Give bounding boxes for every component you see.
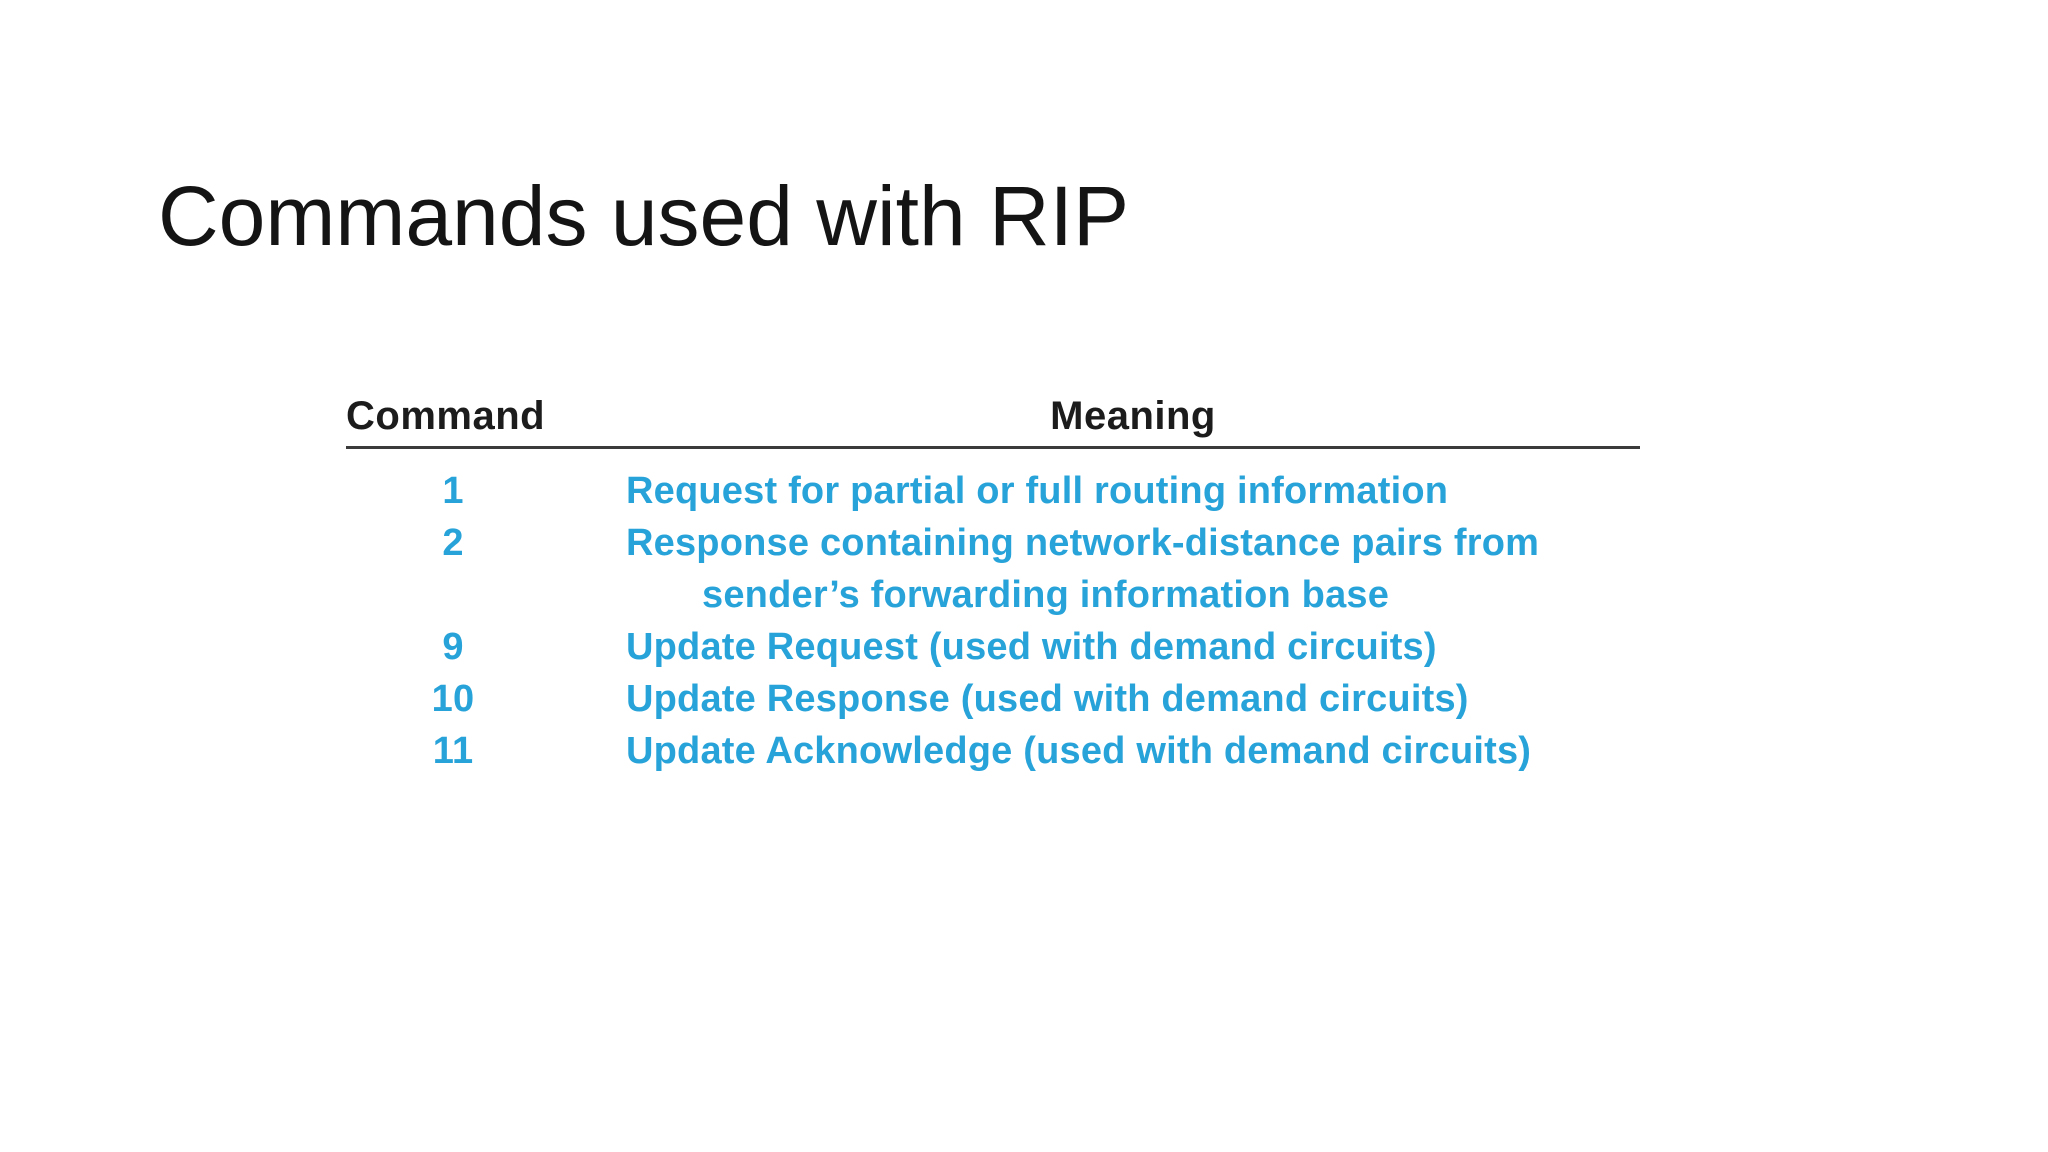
meaning-cell: Update Response (used with demand circui… [560,673,1640,725]
table-row: 9 Update Request (used with demand circu… [346,621,1640,673]
meaning-line: Response containing network-distance pai… [626,522,1540,564]
command-cell: 11 [432,730,474,772]
meaning-line: Update Response (used with demand circui… [626,678,1469,720]
meaning-cell: Request for partial or full routing info… [560,465,1640,517]
page-title: Commands used with RIP [158,169,1130,264]
table-row: 1 Request for partial or full routing in… [346,465,1640,517]
meaning-line: Request for partial or full routing info… [626,470,1449,512]
column-header-command: Command [346,394,546,438]
meaning-line: Update Acknowledge (used with demand cir… [626,730,1532,772]
table-rows: 1 Request for partial or full routing in… [346,449,1640,777]
meaning-line: Update Request (used with demand circuit… [626,626,1437,668]
meaning-line: sender’s forwarding information base [702,574,1390,616]
command-cell: 9 [442,626,464,668]
table-header-row: Command Meaning [346,392,1640,440]
meaning-cell: Update Request (used with demand circuit… [560,621,1640,673]
rip-commands-table: Command Meaning 1 Request for partial or… [346,392,1640,777]
meaning-cell: Update Acknowledge (used with demand cir… [560,725,1640,777]
table-row: 2 Response containing network-distance p… [346,517,1640,621]
table-row: 10 Update Response (used with demand cir… [346,673,1640,725]
command-cell: 10 [431,678,475,720]
meaning-cell: Response containing network-distance pai… [560,517,1640,621]
column-header-meaning: Meaning [1050,394,1216,438]
table-row: 11 Update Acknowledge (used with demand … [346,725,1640,777]
command-cell: 2 [442,522,464,564]
header-rule [346,446,1640,449]
command-cell: 1 [442,470,464,512]
